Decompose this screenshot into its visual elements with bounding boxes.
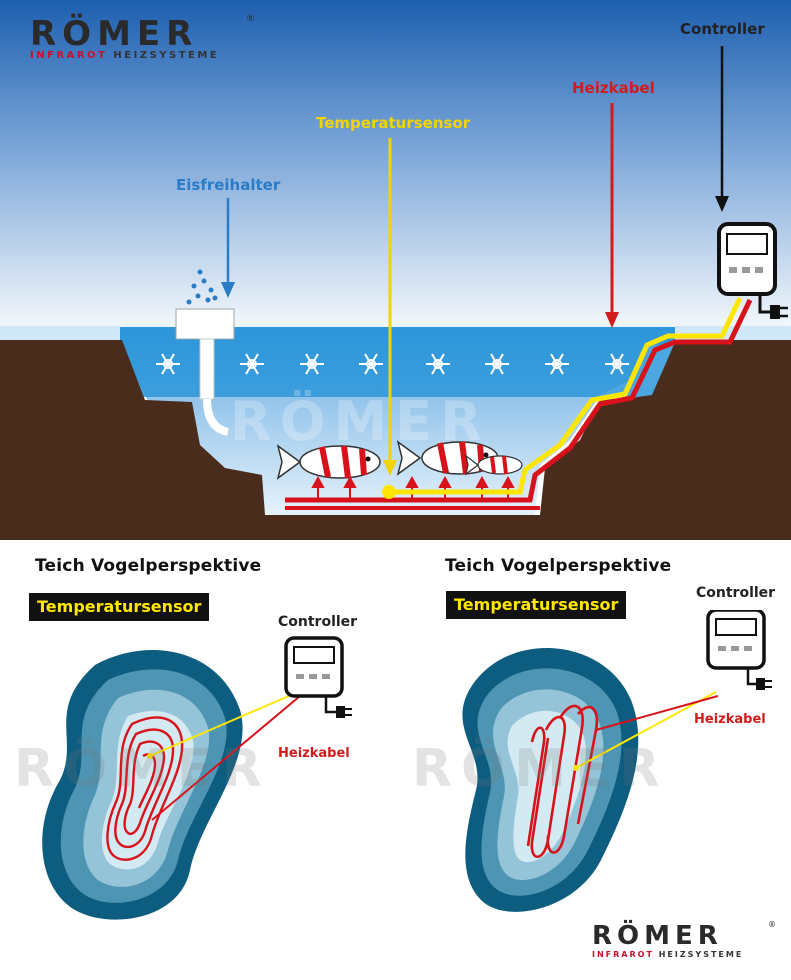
pond-top-view-right: RÖMER [412,610,772,912]
ice-preventer-label: Eisfreihalter [176,176,281,194]
ice-preventer-device [175,269,235,436]
svg-text:RÖMER: RÖMER [230,390,490,453]
heat-arrows [311,475,515,502]
controller-device-right [706,610,772,690]
registered-mark-bottom: ® [768,920,776,929]
brand-logo-top: RÖMER INFRAROT HEIZSYSTEME ® [30,14,260,66]
svg-text:RÖMER: RÖMER [412,737,669,799]
bottom-right-controller-label: Controller [696,585,776,601]
brand-bottom-tagline-dark: HEIZSYSTEME [658,950,744,959]
temperature-sensor-label: Temperatursensor [316,114,471,132]
bottom-left-sensor-tag: Temperatursensor [29,593,210,621]
controller-device [717,222,788,319]
brand-logo-bottom-text: RÖMER [592,921,723,951]
brand-bottom-tagline-red: INFRAROT [592,950,654,959]
watermark-right: RÖMER [412,737,669,799]
watermark-left: RÖMER [14,737,271,799]
pond-cross-section-diagram: RÖMER [0,0,791,540]
sky-background [0,0,791,345]
brand-logo-bottom: RÖMER INFRAROT HEIZSYSTEME ® [592,920,782,962]
fish-icons [276,440,523,480]
heating-cable-line [285,298,753,503]
bottom-right-sensor-tag: Temperatursensor [446,591,627,619]
brand-tagline-dark: HEIZSYSTEME [113,50,220,61]
controller-device-left [284,636,352,718]
registered-mark: ® [246,14,255,24]
bottom-left-heating-cable-label: Heizkabel [278,746,350,761]
bottom-right-heating-cable-label: Heizkabel [694,712,766,727]
soil-right [530,340,791,540]
sensor-cable-line [390,296,743,495]
bottom-left-controller-label: Controller [278,614,358,630]
pond-top-view-left: RÖMER [14,636,352,920]
watermark-logo: RÖMER [230,390,490,453]
snowflake-icons [156,353,629,375]
sensor-dot [382,485,396,499]
controller-label: Controller [680,20,765,38]
svg-text:RÖMER: RÖMER [14,737,271,799]
soil-left [0,340,270,540]
brand-tagline-red: INFRAROT [30,50,108,61]
brand-logo-text: RÖMER [30,14,199,54]
heating-cable-label: Heizkabel [572,79,655,97]
bottom-left-title: Teich Vogelperspektive [35,556,262,576]
bottom-right-title: Teich Vogelperspektive [445,556,672,576]
